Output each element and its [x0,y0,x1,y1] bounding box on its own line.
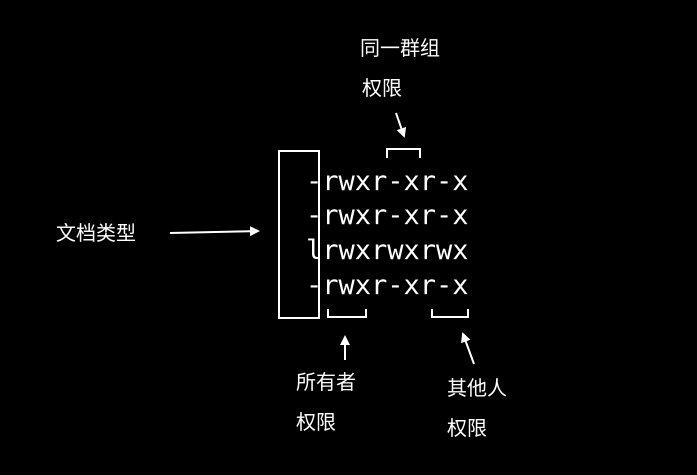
others-arrow [461,332,475,365]
group-bracket [386,148,421,158]
group-permission-label-line1: 同一群组 [360,36,440,60]
others-permission-label-line2: 权限 [447,416,487,440]
permission-row: -rwxr-xr-x [306,166,469,197]
permission-row: lrwxrwxrwx [306,235,469,266]
others-permission-label-line1: 其他人 [447,376,507,400]
permission-row: -rwxr-xr-x [306,270,469,301]
owner-permission-label-line1: 所有者 [296,370,356,394]
file-type-box [278,150,320,319]
group-arrow [395,112,407,138]
owner-permission-label-line2: 权限 [296,410,336,434]
file-type-arrow [169,226,260,237]
permission-row: -rwxr-xr-x [306,200,469,231]
owner-bracket [327,309,367,318]
group-permission-label-line2: 权限 [362,76,402,100]
file-type-label: 文档类型 [56,221,136,245]
others-bracket [431,309,469,318]
